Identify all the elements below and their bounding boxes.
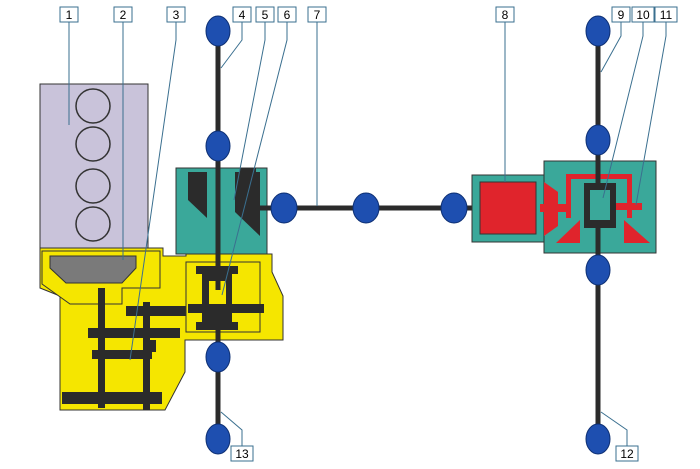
bevel-gear-hub [240, 168, 256, 178]
callout-label-4: 4 [239, 8, 246, 22]
callout-box-8: 8 [495, 6, 515, 23]
cv-joint-icon [585, 423, 611, 455]
rear-axle-link [606, 203, 642, 210]
gearbox-housing [39, 247, 284, 411]
callout-label-9: 9 [618, 8, 625, 22]
gear-pair-3 [92, 350, 152, 359]
leader-line-6 [221, 22, 288, 296]
carrier-left [566, 174, 571, 218]
bevel-gear-right [235, 172, 260, 236]
input-shaft [98, 288, 105, 408]
callout-box-5: 5 [255, 6, 275, 23]
callout-box-9: 9 [611, 6, 631, 23]
cylinder-1 [75, 88, 111, 124]
callout-label-10: 10 [636, 8, 650, 22]
callout-label-5: 5 [262, 8, 269, 22]
transfer-box [175, 167, 268, 255]
callout-label-6: 6 [284, 8, 291, 22]
engine-block [39, 83, 149, 249]
callout-box-2: 2 [113, 6, 133, 23]
cylinder-3 [75, 168, 111, 204]
cylinder-2 [75, 126, 111, 162]
rear-ring-gear-right [624, 220, 650, 243]
cv-joint-icon [205, 341, 231, 373]
cv-joint-icon [585, 254, 611, 286]
coupling-output-shaft [540, 204, 570, 212]
callout-box-3: 3 [166, 6, 186, 23]
front-differential-icon [185, 261, 264, 333]
callout-label-12: 12 [620, 447, 634, 461]
callout-label-13: 13 [235, 447, 249, 461]
cv-joint-icon [352, 192, 380, 224]
cylinder-4 [75, 206, 111, 242]
callout-box-13: 13 [230, 445, 254, 462]
cv-joint-icon [205, 130, 231, 162]
cv-joint-icon [440, 192, 468, 224]
viscous-coupling [471, 174, 545, 243]
leader-line-5 [233, 22, 266, 201]
output-gear [160, 306, 204, 316]
cv-joint-icon [205, 423, 231, 455]
leader-line-4 [220, 22, 243, 69]
gear-pair-4 [62, 392, 162, 404]
cv-joint-icon [205, 15, 231, 47]
leader-line-10 [602, 22, 644, 199]
callout-box-1: 1 [59, 6, 79, 23]
flywheel-housing [49, 255, 137, 284]
callout-label-8: 8 [502, 8, 509, 22]
callout-box-4: 4 [232, 6, 252, 23]
leader-line-9 [600, 22, 622, 73]
callout-label-7: 7 [314, 8, 321, 22]
callout-label-3: 3 [173, 8, 180, 22]
cv-joint-icon [585, 124, 611, 156]
gear-shaft-link [150, 340, 156, 352]
cv-joint-icon [585, 15, 611, 47]
leader-line-13 [220, 411, 243, 446]
callout-box-10: 10 [631, 6, 655, 23]
bevel-gear-left [188, 172, 207, 218]
callout-box-7: 7 [307, 6, 327, 23]
cv-joint-icon [270, 192, 298, 224]
callout-label-1: 1 [66, 8, 73, 22]
callout-label-11: 11 [660, 8, 673, 22]
callout-box-6: 6 [277, 6, 297, 23]
leader-lines [68, 22, 667, 446]
callout-label-2: 2 [120, 8, 127, 22]
gear-pair-2 [126, 306, 160, 316]
cv-joints [205, 15, 611, 455]
leader-line-12 [600, 411, 628, 446]
rear-ring-gear [556, 220, 580, 243]
leader-line-3 [129, 22, 177, 361]
callout-box-11: 11 [654, 6, 678, 23]
leader-line-11 [635, 22, 667, 206]
callout-box-12: 12 [615, 445, 639, 462]
carrier-right [627, 174, 632, 218]
